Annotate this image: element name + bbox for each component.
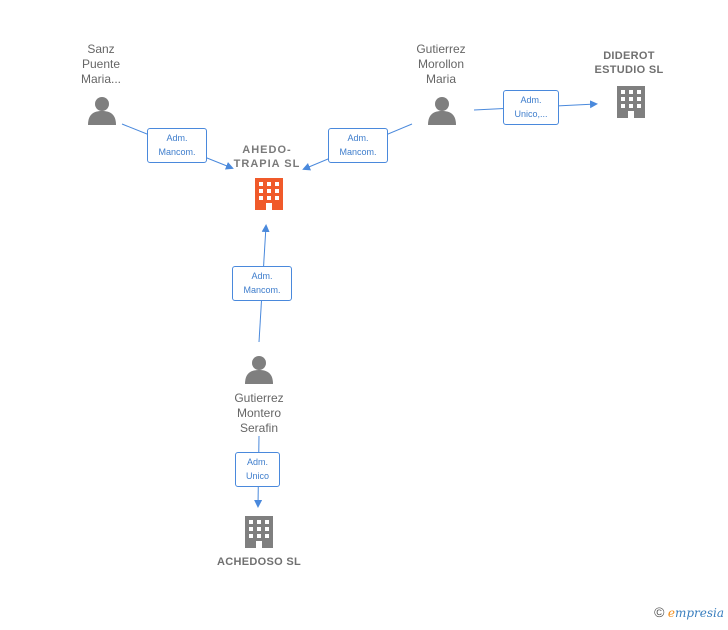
footer-brand: © empresia [654, 604, 724, 620]
edge-label-serafin-ahedo[interactable]: Adm. Mancom. [232, 266, 292, 301]
building-icon[interactable] [255, 178, 283, 210]
company-label-diderot[interactable]: DIDEROT ESTUDIO SL [594, 50, 664, 76]
person-icon[interactable] [88, 97, 116, 125]
person-icon[interactable] [428, 97, 456, 125]
person-icon[interactable] [245, 356, 273, 384]
company-label-ahedo[interactable]: AHEDO- TRAPIA SL [233, 144, 301, 170]
edge-label-sanz-ahedo[interactable]: Adm. Mancom. [147, 128, 207, 163]
brand-logo: empresia [667, 606, 724, 620]
edge-label-morollon-diderot[interactable]: Adm. Unico,... [503, 90, 559, 125]
building-icon[interactable] [245, 516, 273, 548]
edge-label-morollon-ahedo[interactable]: Adm. Mancom. [328, 128, 388, 163]
company-label-achedoso[interactable]: ACHEDOSO SL [217, 556, 301, 568]
copyright-icon: © [654, 604, 665, 620]
person-label-sanz[interactable]: Sanz Puente Maria... [80, 42, 121, 86]
edge-label-serafin-achedoso[interactable]: Adm. Unico [235, 452, 280, 487]
person-label-serafin[interactable]: Gutierrez Montero Serafin [234, 391, 284, 435]
building-icon[interactable] [617, 86, 645, 118]
person-label-morollon[interactable]: Gutierrez Morollon Maria [416, 42, 466, 86]
